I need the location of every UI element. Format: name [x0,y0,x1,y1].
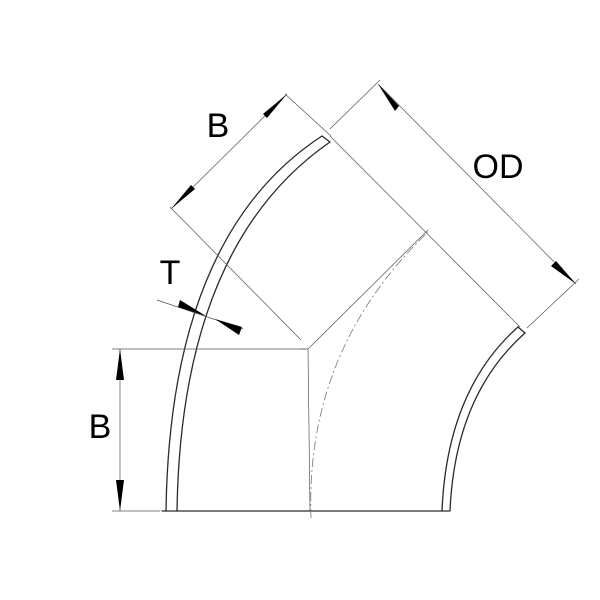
inner-wall-inner-edge [449,332,526,512]
top-opening [329,135,521,328]
arrowhead [551,261,576,284]
arrowhead [378,84,399,111]
dimension-od: OD [329,79,580,329]
extension-line [284,93,332,137]
od-label: OD [473,148,524,186]
arrowhead [116,480,124,511]
center-line [310,231,429,519]
miter-line-bottom [307,348,311,512]
extension-line [526,278,580,329]
dimension-t: T [156,254,244,335]
inner-wall-outer-edge [441,326,519,512]
arrowhead [215,319,242,335]
dimension-line [377,83,577,285]
top-b-label: B [207,107,230,145]
arrowhead [116,349,124,380]
elbow-body [161,135,526,519]
arrowhead [171,185,195,209]
dimension-top-b: B [169,93,332,341]
dimension-bottom-b: B [89,348,306,512]
t-label: T [160,254,181,292]
outer-wall-inner-edge [176,141,331,512]
arrowhead [178,300,206,316]
outer-wall-outer-edge [165,135,323,512]
bottom-b-label: B [89,408,112,446]
top-end-face [321,135,331,143]
miter-line-top [307,229,429,350]
inner-end-face [517,326,526,334]
extension-line [329,79,381,130]
arrowhead [263,94,287,118]
extension-line [169,206,302,341]
